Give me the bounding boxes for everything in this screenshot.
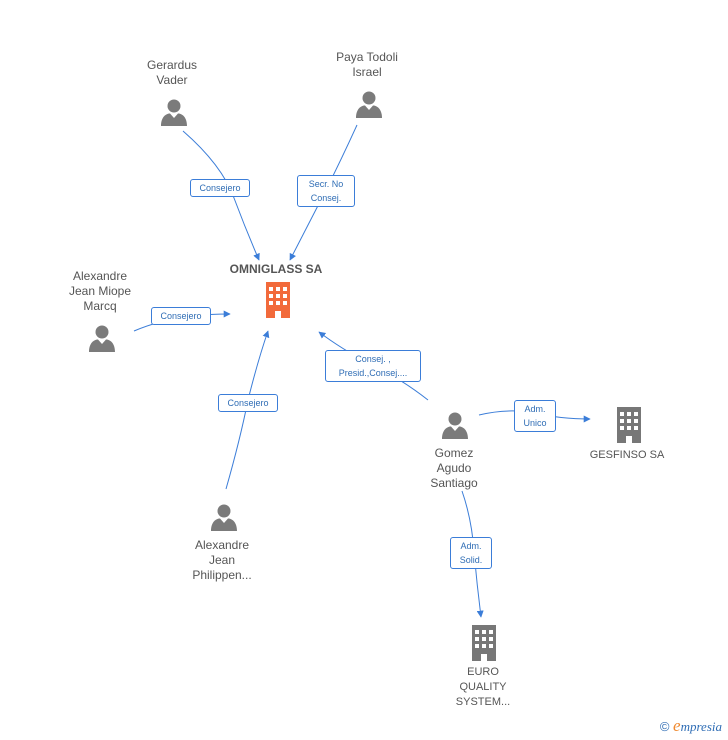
person-icons (89, 91, 468, 532)
node-label-alexandre-philippen[interactable]: Alexandre Jean Philippen... (192, 538, 252, 582)
person-icon[interactable] (89, 325, 115, 353)
building-icon[interactable] (472, 625, 496, 661)
edge-label-philippen-omniglass[interactable]: Consejero (218, 394, 278, 412)
edge-label-gerardus-omniglass[interactable]: Consejero (190, 179, 250, 197)
person-icon[interactable] (356, 91, 382, 119)
node-label-gomez[interactable]: Gomez Agudo Santiago (430, 446, 478, 490)
edge-label-marcq-omniglass[interactable]: Consejero (151, 307, 211, 325)
footer-brand: © empresia (660, 716, 722, 736)
node-label-omniglass[interactable]: OMNIGLASS SA (229, 262, 323, 276)
brand-logo-letter: e (673, 716, 681, 735)
node-label-gerardus[interactable]: Gerardus Vader (146, 58, 198, 87)
building-icon[interactable] (266, 282, 290, 318)
edge-label-gomez-euro[interactable]: Adm. Solid. (450, 537, 492, 569)
building-icon[interactable] (617, 407, 641, 443)
person-icon[interactable] (211, 504, 237, 532)
brand-logo-text: mpresia (680, 719, 722, 734)
copyright-icon: © (659, 719, 670, 734)
node-label-gesfinso[interactable]: GESFINSO SA (589, 449, 665, 461)
company-icons (266, 282, 641, 661)
person-icon[interactable] (161, 99, 187, 127)
node-label-euro-quality[interactable]: EURO QUALITY SYSTEM... (455, 666, 511, 708)
node-label-alexandre-marcq[interactable]: Alexandre Jean Miope Marcq (68, 269, 132, 313)
edge-gerardus-omniglass (182, 130, 260, 261)
node-label-paya[interactable]: Paya Todoli Israel (336, 50, 398, 79)
edge-label-paya-omniglass[interactable]: Secr. No Consej. (297, 175, 355, 207)
person-icon[interactable] (442, 412, 468, 440)
edge-label-gomez-omniglass[interactable]: Consej. , Presid.,Consej.... (325, 350, 421, 382)
edge-label-gomez-gesfinso[interactable]: Adm. Unico (514, 400, 556, 432)
